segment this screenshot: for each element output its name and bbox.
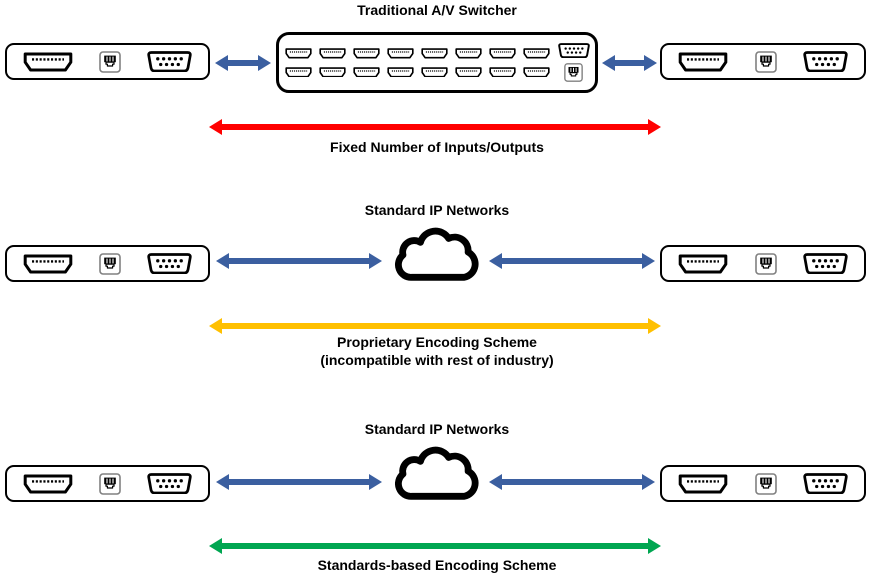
yellow-arrow-label-line1: Proprietary Encoding Scheme (337, 334, 537, 350)
hdmi-port-icon (23, 254, 73, 274)
endpoint-device-bottom-left (5, 465, 210, 502)
switcher-hdmi-grid (285, 48, 550, 78)
endpoint-device-top-right (660, 43, 866, 80)
hdmi-port-icon (387, 48, 414, 59)
hdmi-port-icon (523, 48, 550, 59)
yellow-double-arrow (209, 318, 661, 334)
hdmi-port-icon (387, 67, 414, 78)
hdmi-port-icon (23, 52, 73, 72)
ethernet-port-icon (755, 51, 777, 73)
hdmi-port-icon (523, 67, 550, 78)
blue-double-arrow (489, 253, 655, 269)
blue-double-arrow (489, 474, 655, 490)
hdmi-port-icon (353, 67, 380, 78)
endpoint-device-bottom-right (660, 465, 866, 502)
blue-double-arrow (602, 55, 657, 71)
hdmi-port-icon (455, 48, 482, 59)
ethernet-port-icon (755, 473, 777, 495)
hdmi-port-icon (421, 48, 448, 59)
vga-port-icon (803, 51, 848, 73)
endpoint-device-middle-right (660, 245, 866, 282)
hdmi-port-icon (678, 254, 728, 274)
vga-port-icon (147, 473, 192, 495)
av-switcher-box (276, 32, 598, 93)
blue-double-arrow (216, 253, 382, 269)
vga-port-icon (558, 43, 590, 58)
endpoint-device-top-left (5, 43, 210, 80)
vga-port-icon (147, 51, 192, 73)
ethernet-port-icon (564, 63, 583, 82)
row1-title: Traditional A/V Switcher (357, 2, 517, 18)
hdmi-port-icon (319, 48, 346, 59)
yellow-arrow-label-line2: (incompatible with rest of industry) (320, 352, 554, 368)
hdmi-port-icon (353, 48, 380, 59)
hdmi-port-icon (455, 67, 482, 78)
hdmi-port-icon (285, 67, 312, 78)
vga-port-icon (803, 253, 848, 275)
hdmi-port-icon (319, 67, 346, 78)
blue-double-arrow (215, 55, 271, 71)
ethernet-port-icon (99, 253, 121, 275)
hdmi-port-icon (678, 52, 728, 72)
blue-double-arrow (216, 474, 382, 490)
hdmi-port-icon (23, 474, 73, 494)
green-double-arrow (209, 538, 661, 554)
endpoint-device-middle-left (5, 245, 210, 282)
yellow-arrow-label: Proprietary Encoding Scheme (incompatibl… (0, 333, 874, 369)
switcher-side-ports (558, 43, 590, 82)
red-double-arrow (209, 119, 661, 135)
cloud-icon (388, 438, 486, 508)
red-arrow-label: Fixed Number of Inputs/Outputs (330, 139, 544, 155)
vga-port-icon (147, 253, 192, 275)
green-arrow-label: Standards-based Encoding Scheme (317, 557, 557, 573)
ethernet-port-icon (99, 51, 121, 73)
hdmi-port-icon (489, 67, 516, 78)
row3-title: Standard IP Networks (364, 421, 510, 437)
ethernet-port-icon (99, 473, 121, 495)
hdmi-port-icon (678, 474, 728, 494)
hdmi-port-icon (421, 67, 448, 78)
vga-port-icon (803, 473, 848, 495)
hdmi-port-icon (285, 48, 312, 59)
row2-title: Standard IP Networks (364, 202, 510, 218)
hdmi-port-icon (489, 48, 516, 59)
cloud-icon (388, 219, 486, 289)
ethernet-port-icon (755, 253, 777, 275)
